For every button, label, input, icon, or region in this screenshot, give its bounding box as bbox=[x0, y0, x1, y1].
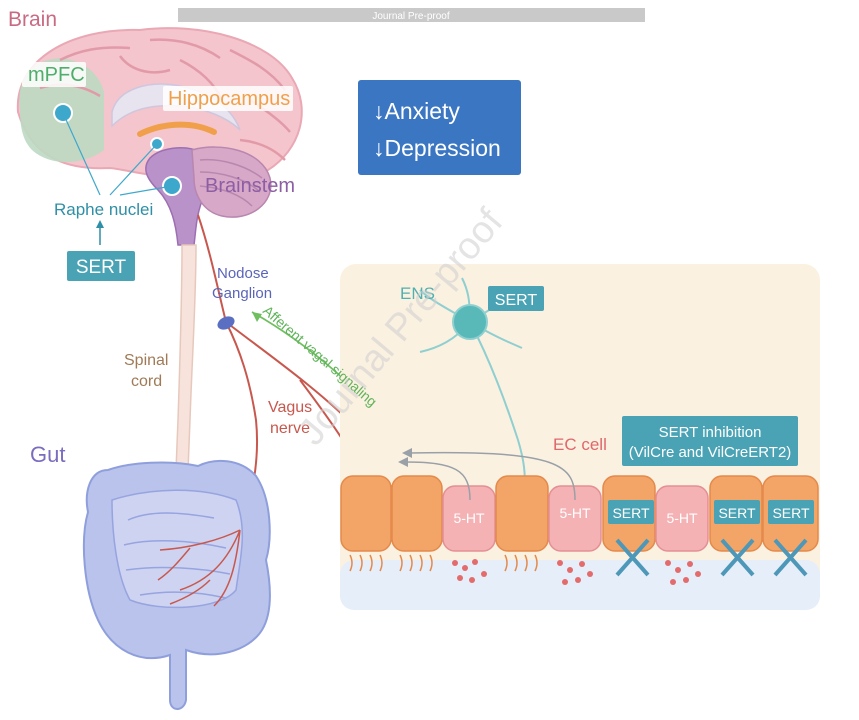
vagus-label-2: nerve bbox=[270, 420, 310, 437]
sert-inhibition-line-1: SERT inhibition bbox=[659, 424, 762, 441]
mpfc-label: mPFC bbox=[28, 64, 85, 86]
gut-label: Gut bbox=[30, 442, 65, 467]
outcome-depression: ↓Depression bbox=[373, 135, 501, 161]
sert-ens-label: SERT bbox=[495, 292, 538, 309]
nodose-label-1: Nodose bbox=[217, 265, 269, 282]
ht-label-2: 5-HT bbox=[559, 505, 591, 521]
ens-label: ENS bbox=[400, 284, 435, 303]
sert-cell-badge-3 bbox=[768, 500, 814, 524]
sert-inhibition-line-2: (VilCre and VilCreERT2) bbox=[629, 444, 792, 461]
brain-label: Brain bbox=[8, 8, 57, 31]
sert-cell-label-3: SERT bbox=[772, 505, 810, 521]
journal-banner bbox=[178, 8, 645, 22]
outcome-box bbox=[358, 80, 521, 175]
sert-cell-label-2: SERT bbox=[718, 505, 756, 521]
spinal-cord bbox=[175, 244, 197, 471]
sert-inhibition-box bbox=[622, 416, 798, 466]
sert-brain-badge bbox=[67, 251, 135, 281]
ht-label-3: 5-HT bbox=[666, 510, 698, 526]
sert-cell-label-1: SERT bbox=[612, 505, 650, 521]
raphe-nuclei-label: Raphe nuclei bbox=[54, 200, 153, 219]
vagus-label-1: Vagus bbox=[268, 399, 312, 416]
sert-cell-badge-1 bbox=[608, 500, 654, 524]
ht-label-1: 5-HT bbox=[453, 510, 485, 526]
journal-banner-text: Journal Pre-proof bbox=[372, 11, 449, 22]
hippocampus-label: Hippocampus bbox=[168, 88, 290, 110]
spinal-label-1: Spinal bbox=[124, 352, 168, 369]
sert-brain-label: SERT bbox=[76, 257, 127, 278]
serotonin-granules bbox=[452, 559, 701, 585]
ec-cell-label: EC cell bbox=[553, 435, 607, 454]
gut-illustration bbox=[82, 459, 271, 710]
ens-cell-body bbox=[452, 304, 488, 340]
nodose-ganglion bbox=[217, 316, 235, 330]
spinal-label-2: cord bbox=[131, 373, 162, 390]
brainstem-label: Brainstem bbox=[205, 175, 295, 197]
nodose-label-2: Ganglion bbox=[212, 285, 272, 302]
signal-arrows bbox=[404, 451, 576, 501]
sert-cell-badge-2 bbox=[714, 500, 760, 524]
sert-blocked-marks bbox=[615, 538, 808, 577]
sert-ens-badge bbox=[488, 286, 544, 311]
outcome-anxiety: ↓Anxiety bbox=[373, 98, 460, 124]
